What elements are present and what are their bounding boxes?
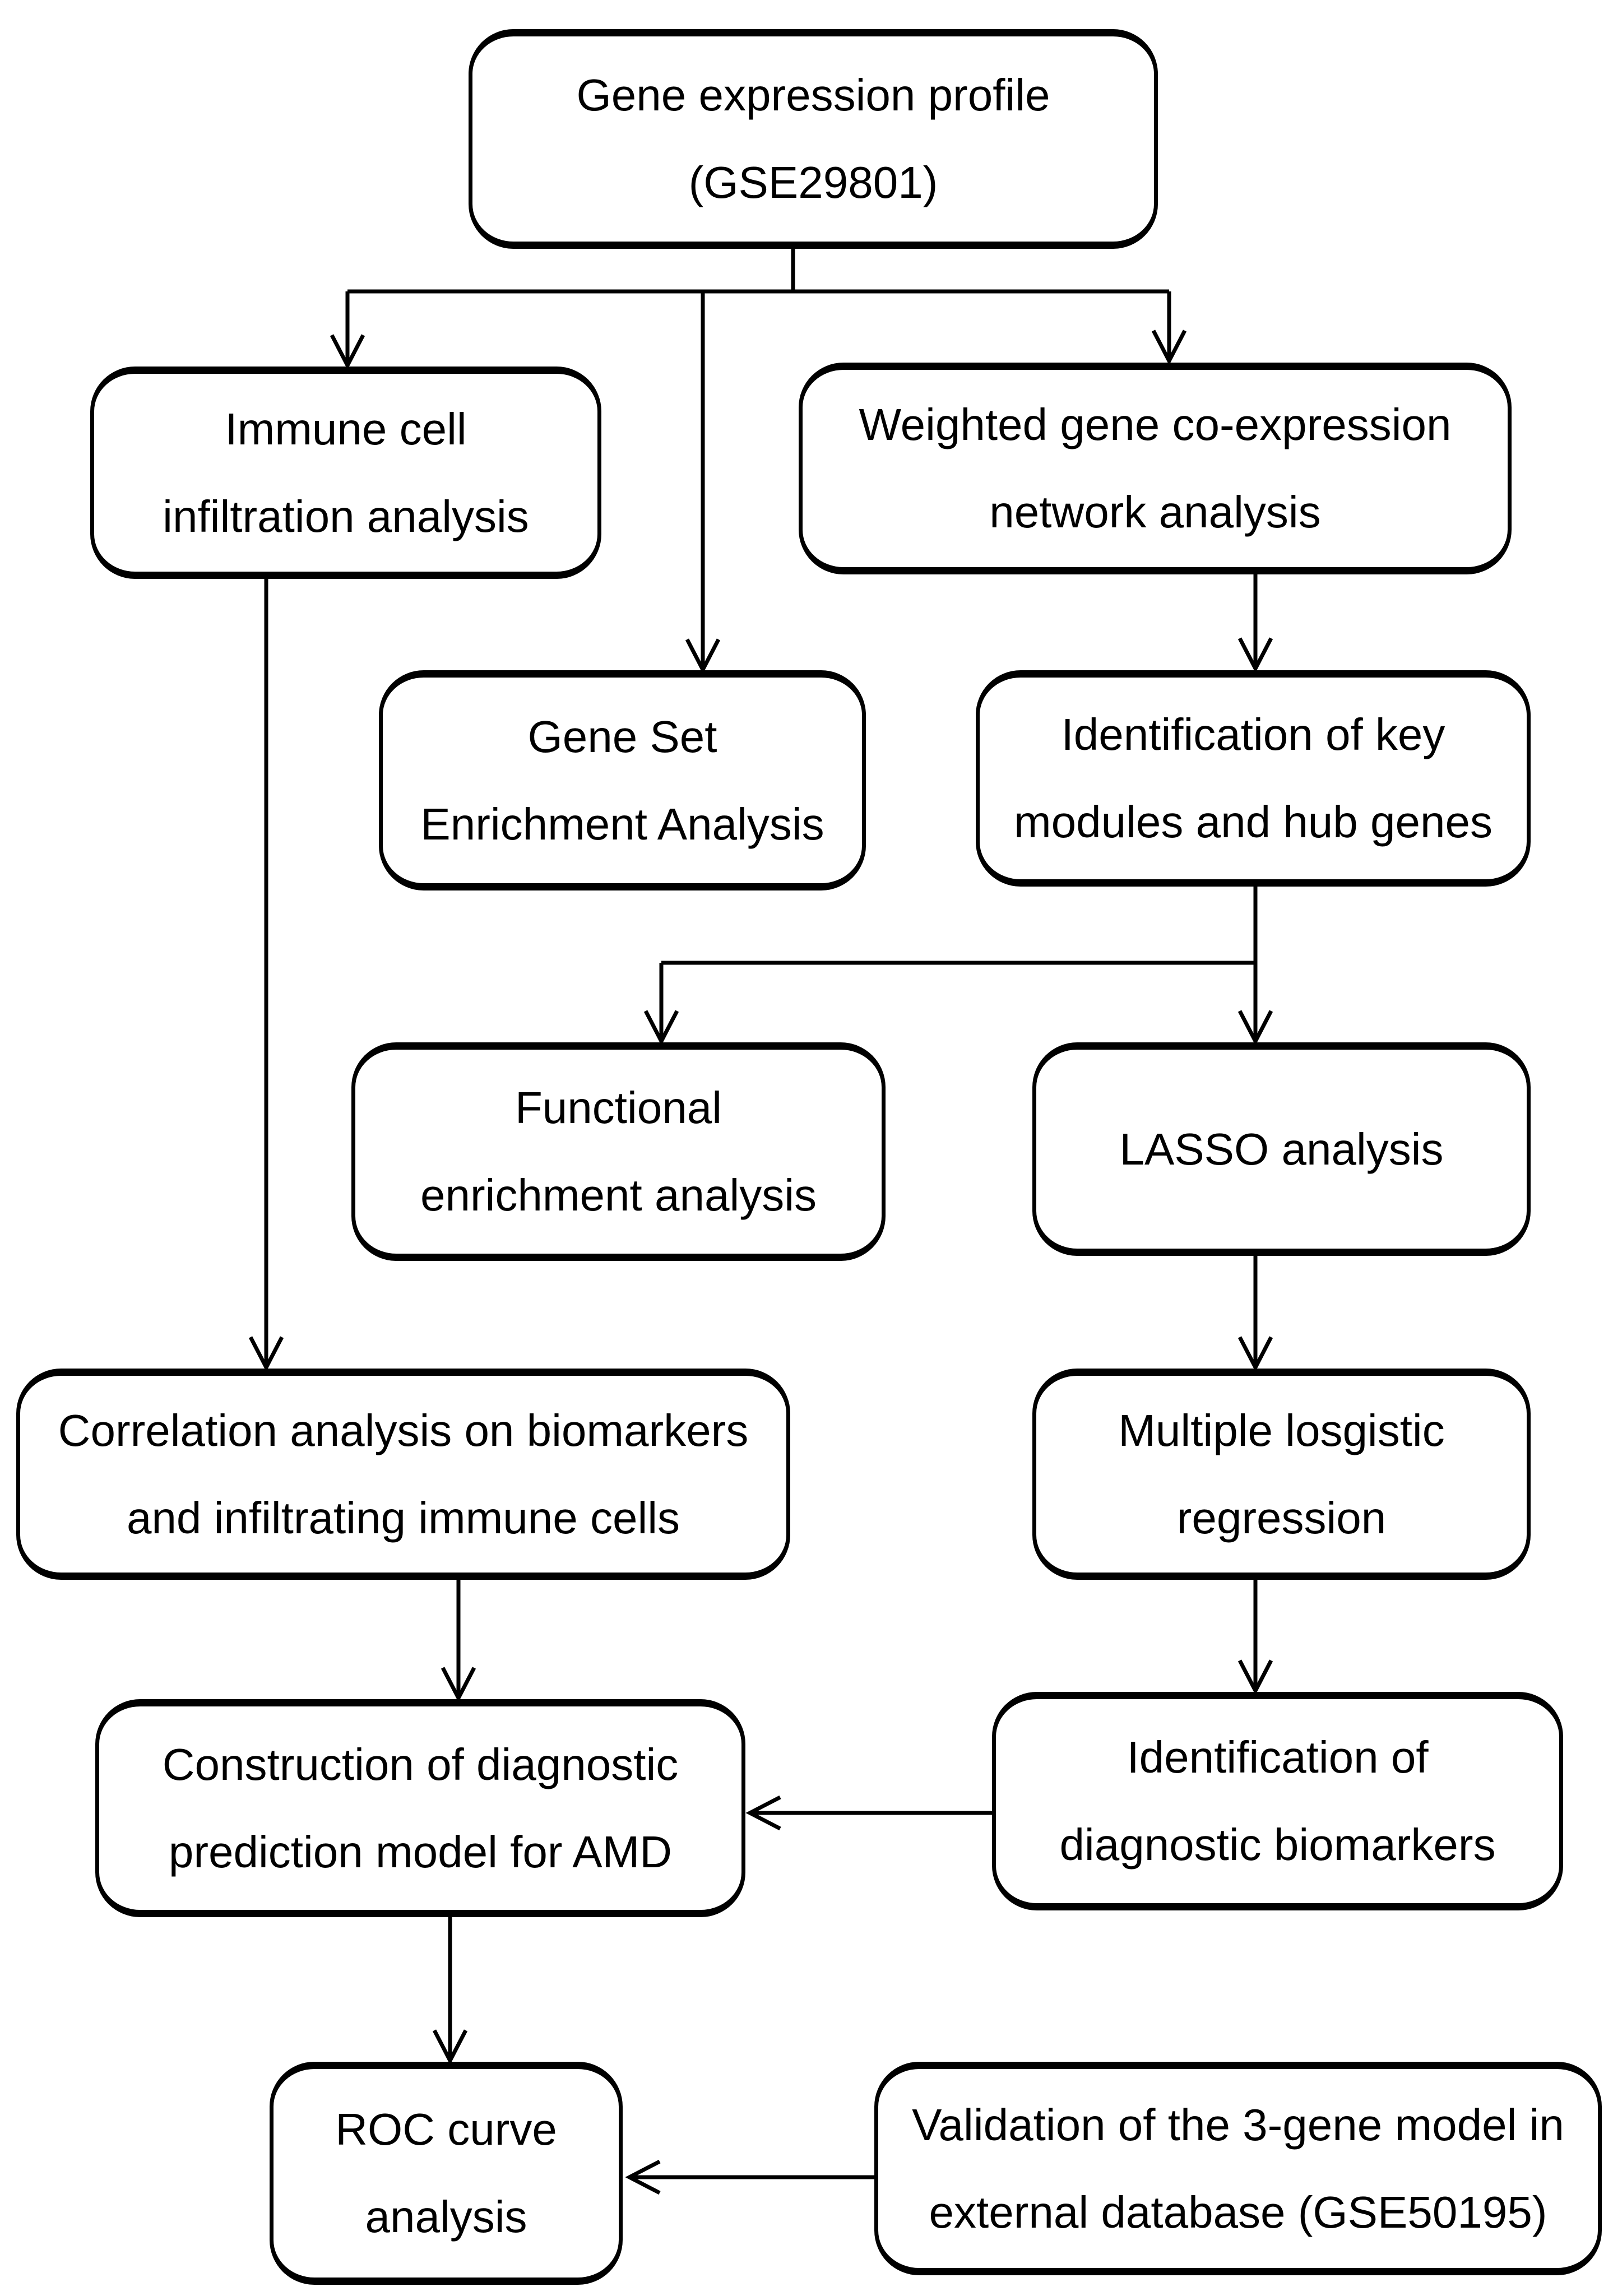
node-label: Gene expression profile (GSE29801) [576, 70, 1050, 207]
edge-construction-to-roc [432, 1917, 468, 2065]
node-label: Immune cell infiltration analysis [163, 403, 529, 541]
edge-immune-to-correlation [248, 579, 284, 1372]
edge-key-modules-split [643, 887, 1273, 1046]
node-label: Correlation analysis on biomarkers and i… [58, 1405, 749, 1543]
node-immune-cell-infiltration-analysis: Immune cell infiltration analysis [90, 367, 601, 579]
edge-lasso-to-logistic [1237, 1256, 1273, 1372]
node-label: Identification of diagnostic biomarkers [1059, 1732, 1496, 1870]
arrowhead-left-icon [745, 1795, 781, 1831]
node-label: ROC curve analysis [335, 2104, 557, 2242]
arrowhead-down-icon [248, 1336, 284, 1372]
arrowhead-down-icon [441, 1667, 476, 1703]
node-label: Identification of key modules and hub ge… [1014, 709, 1493, 847]
arrowhead-down-icon [1151, 330, 1187, 365]
node-correlation-analysis-biomarkers-immune-cells: Correlation analysis on biomarkers and i… [16, 1369, 790, 1580]
arrowhead-down-icon [1237, 1336, 1273, 1372]
node-label: Validation of the 3-gene model in extern… [912, 2099, 1564, 2237]
node-roc-curve-analysis: ROC curve analysis [270, 2062, 623, 2285]
arrowhead-left-icon [625, 2159, 661, 2195]
node-label: Multiple losgistic regression [1118, 1405, 1445, 1543]
edge-ident-biomarkers-to-construction [745, 1795, 992, 1831]
arrowhead-down-icon [685, 638, 721, 674]
edge-validation-to-roc [625, 2159, 874, 2195]
arrowhead-down-icon [1237, 637, 1273, 673]
node-gene-set-enrichment-analysis: Gene Set Enrichment Analysis [379, 670, 866, 890]
node-multiple-logistic-regression: Multiple losgistic regression [1032, 1369, 1531, 1580]
arrowhead-down-icon [1237, 1659, 1273, 1695]
node-label: Functional enrichment analysis [420, 1083, 817, 1220]
node-lasso-analysis: LASSO analysis [1032, 1042, 1531, 1256]
node-identification-of-key-modules-and-hub-genes: Identification of key modules and hub ge… [976, 670, 1531, 887]
node-label: LASSO analysis [1119, 1124, 1444, 1174]
node-label: Weighted gene co-expression network anal… [859, 400, 1452, 537]
arrowhead-down-icon [432, 2029, 468, 2065]
node-validation-3-gene-model-external-database: Validation of the 3-gene model in extern… [874, 2062, 1602, 2275]
arrowhead-down-icon [330, 334, 365, 370]
node-functional-enrichment-analysis: Functional enrichment analysis [351, 1042, 886, 1261]
edge-logistic-to-ident-biomarkers [1237, 1580, 1273, 1695]
node-identification-of-diagnostic-biomarkers: Identification of diagnostic biomarkers [992, 1692, 1563, 1910]
arrowhead-down-icon [643, 1010, 679, 1046]
arrowhead-down-icon [1237, 1010, 1273, 1046]
node-construction-of-diagnostic-prediction-model: Construction of diagnostic prediction mo… [95, 1699, 745, 1917]
node-label: Construction of diagnostic prediction mo… [162, 1739, 679, 1877]
node-label: Gene Set Enrichment Analysis [420, 711, 824, 849]
connector-line [659, 887, 1258, 1041]
edge-correlation-to-construction [441, 1580, 476, 1703]
node-weighted-gene-coexpression-network-analysis: Weighted gene co-expression network anal… [799, 363, 1512, 574]
edge-wgcna-to-key-modules [1237, 574, 1273, 673]
node-gene-expression-profile: Gene expression profile (GSE29801) [469, 29, 1158, 249]
